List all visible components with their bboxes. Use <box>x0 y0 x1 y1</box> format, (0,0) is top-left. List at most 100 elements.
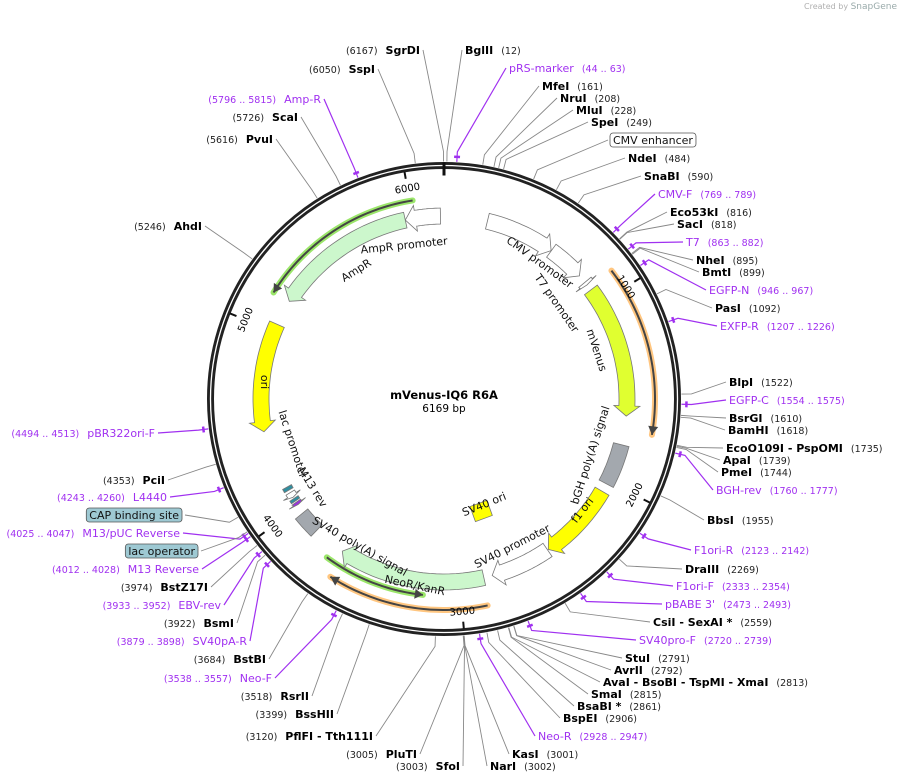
feature-ampr-promoter[interactable] <box>404 204 442 233</box>
site-sv40pro-f[interactable]: SV40pro-F(2720 .. 2739) <box>639 634 772 647</box>
feature-neor-kanr[interactable] <box>341 544 487 591</box>
feature-lac-operator[interactable] <box>289 495 301 505</box>
site-bstbi[interactable]: (3684)BstBI <box>194 653 266 666</box>
site-bsmi[interactable]: (3922)BsmI <box>164 617 234 630</box>
site-position: (590) <box>688 172 714 183</box>
site-prs-marker[interactable]: pRS-marker(44 .. 63) <box>509 62 626 75</box>
site-sgrdi[interactable]: (6167)SgrDI <box>346 44 420 57</box>
site-position: (2269) <box>727 565 759 576</box>
site-leader <box>619 211 668 240</box>
site-nari[interactable]: NarI(3002) <box>490 760 556 773</box>
feature-bgh-poly-a-signal[interactable] <box>598 442 630 489</box>
site-leader <box>513 625 623 659</box>
site-neo-f[interactable]: (3538 .. 3557)Neo-F <box>164 672 272 685</box>
site-stui[interactable]: StuI(2791) <box>625 652 690 665</box>
site-pmei[interactable]: PmeI(1744) <box>721 466 792 479</box>
site-bglii[interactable]: BglII(12) <box>465 44 521 57</box>
feature-cap-binding-site[interactable] <box>282 484 294 494</box>
site-eco53ki[interactable]: Eco53kI(816) <box>670 206 752 219</box>
site-pflfi-tth111i[interactable]: (3120)PflFI - Tth111I <box>246 730 373 743</box>
site-rsrii[interactable]: (3518)RsrII <box>241 690 309 703</box>
feature-lac-promoter[interactable] <box>283 489 301 501</box>
site-f1ori-r[interactable]: F1ori-R(2123 .. 2142) <box>694 544 809 557</box>
site-snabi[interactable]: SnaBI(590) <box>644 170 713 183</box>
site-apai[interactable]: ApaI(1739) <box>723 454 791 467</box>
site-lac-operator[interactable]: lac operator <box>124 543 199 559</box>
site-sfoi[interactable]: (3003)SfoI <box>396 760 460 773</box>
site-saci[interactable]: SacI(818) <box>677 218 737 231</box>
site-name: SV40pro-F <box>639 634 696 647</box>
site-csii-sexai-[interactable]: CsiI - SexAI *(2559) <box>653 616 772 629</box>
site-position: (1760 .. 1777) <box>770 486 838 497</box>
site-pvui[interactable]: (5616)PvuI <box>206 133 273 146</box>
site-bstz17i[interactable]: (3974)BstZ17I <box>121 581 208 594</box>
site-ahdi[interactable]: (5246)AhdI <box>134 220 202 233</box>
ruler-label: 5000 <box>236 306 256 334</box>
site-label: ApaI(1739) <box>723 454 791 467</box>
site-bsabi-[interactable]: BsaBI *(2861) <box>577 700 661 713</box>
feature-cmv-enhancer[interactable] <box>485 212 552 257</box>
site-kasi[interactable]: KasI(3001) <box>512 748 578 761</box>
site-cmv-f[interactable]: CMV-F(769 .. 789) <box>658 188 756 201</box>
feature-f1-ori[interactable] <box>547 486 610 555</box>
site-exfp-r[interactable]: EXFP-R(1207 .. 1226) <box>720 320 835 333</box>
site-ecoo109i-pspomi[interactable]: EcoO109I - PspOMI(1735) <box>726 442 883 455</box>
site-f1ori-f[interactable]: F1ori-F(2333 .. 2354) <box>676 580 790 593</box>
site-draiii[interactable]: DraIII(2269) <box>685 563 759 576</box>
site-leader <box>462 635 465 767</box>
site-mlui[interactable]: MluI(228) <box>576 104 636 117</box>
feature-t7-promoter[interactable] <box>575 275 597 293</box>
site-blpi[interactable]: BlpI(1522) <box>729 376 793 389</box>
site-m13-puc-reverse[interactable]: (4025 .. 4047)M13/pUC Reverse <box>7 527 181 540</box>
site-bamhi[interactable]: BamHI(1618) <box>728 424 808 437</box>
site-bspei[interactable]: BspEI(2906) <box>563 712 637 725</box>
site-leader <box>200 531 248 552</box>
feature-sv40-ori[interactable] <box>469 499 493 523</box>
site-bgh-rev[interactable]: BGH-rev(1760 .. 1777) <box>716 484 838 497</box>
site-bsrgi[interactable]: BsrGI(1610) <box>729 412 802 425</box>
site-name: F1ori-R <box>694 544 734 557</box>
site-label: (4353)PciI <box>103 474 165 487</box>
site-bsshii[interactable]: (3399)BssHII <box>256 708 334 721</box>
site-egfp-c[interactable]: EGFP-C(1554 .. 1575) <box>729 394 845 407</box>
ruler-tick <box>258 531 266 538</box>
site-t7[interactable]: T7(863 .. 882) <box>685 236 763 249</box>
site-pluti[interactable]: (3005)PluTI <box>346 748 417 761</box>
feature-ori[interactable] <box>248 320 285 433</box>
site-ndei[interactable]: NdeI(484) <box>628 152 690 165</box>
site-label: DraIII(2269) <box>685 563 759 576</box>
site-name: EGFP-C <box>729 394 769 407</box>
site-pbabe-3-[interactable]: pBABE 3'(2473 .. 2493) <box>665 598 791 611</box>
site-nrui[interactable]: NruI(208) <box>560 92 620 105</box>
site-cap-binding-site[interactable]: CAP binding site <box>85 507 183 523</box>
feature-m13-rev[interactable] <box>288 497 306 510</box>
site-l4440[interactable]: (4243 .. 4260)L4440 <box>57 491 167 504</box>
site-cmv-enhancer[interactable]: CMV enhancer <box>609 132 697 148</box>
site-avai-bsobi-tspmi-xmai[interactable]: AvaI - BsoBI - TspMI - XmaI(2813) <box>603 676 808 689</box>
feature-sv40-promoter[interactable] <box>491 542 553 586</box>
site-avrii[interactable]: AvrII(2792) <box>614 664 683 677</box>
feature-cmv-promoter[interactable] <box>546 243 582 279</box>
site-neo-r[interactable]: Neo-R(2928 .. 2947) <box>538 730 647 743</box>
site-amp-r[interactable]: (5796 .. 5815)Amp-R <box>208 93 321 106</box>
site-sv40pa-r[interactable]: (3879 .. 3898)SV40pA-R <box>117 635 248 648</box>
site-bmti[interactable]: BmtI(899) <box>702 266 765 279</box>
primer-mark <box>629 242 635 250</box>
site-leader <box>640 259 707 291</box>
site-egfp-n[interactable]: EGFP-N(946 .. 967) <box>709 284 813 297</box>
site-sspi[interactable]: (6050)SspI <box>309 63 375 76</box>
site-pasi[interactable]: PasI(1092) <box>715 302 780 315</box>
site-pbr322ori-f[interactable]: (4494 .. 4513)pBR322ori-F <box>11 427 155 440</box>
feature-sv40-poly-a-signal[interactable] <box>294 508 323 537</box>
site-m13-reverse[interactable]: (4012 .. 4028)M13 Reverse <box>52 563 199 576</box>
site-smai[interactable]: SmaI(2815) <box>591 688 662 701</box>
site-ebv-rev[interactable]: (3933 .. 3952)EBV-rev <box>103 599 222 612</box>
site-spei[interactable]: SpeI(249) <box>591 116 652 129</box>
site-mfei[interactable]: MfeI(161) <box>542 80 603 93</box>
site-nhei[interactable]: NheI(895) <box>696 254 758 267</box>
site-scai[interactable]: (5726)ScaI <box>232 111 298 124</box>
site-bbsi[interactable]: BbsI(1955) <box>707 514 774 527</box>
feature-mvenus[interactable] <box>583 284 642 417</box>
site-pcii[interactable]: (4353)PciI <box>103 474 165 487</box>
